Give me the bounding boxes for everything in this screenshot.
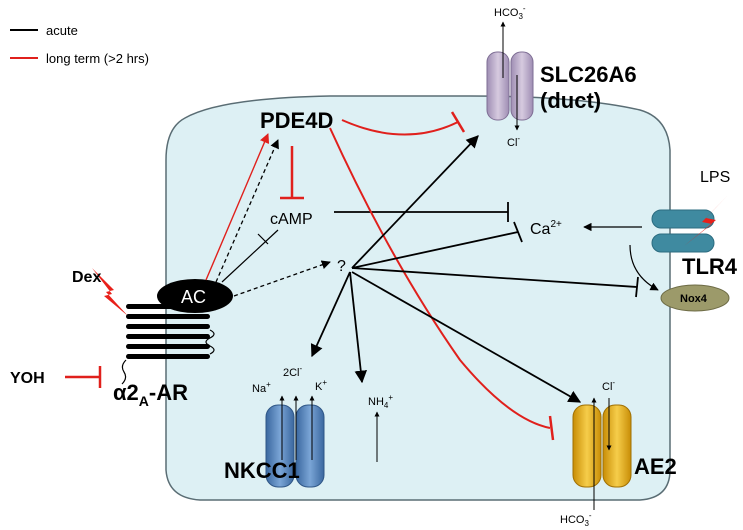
unknown-to-slc26a6-arrow	[351, 135, 479, 269]
ae2-label: AE2	[634, 454, 677, 479]
slc26a6-duct-label: (duct)	[540, 88, 601, 113]
nkcc1-transporter: Na+ 2Cl- K+	[252, 364, 327, 488]
svg-text:HCO3-: HCO3-	[560, 511, 592, 528]
ae2-bottom-ion: HCO	[560, 514, 585, 526]
nox4-node	[660, 284, 730, 312]
nox4-label: Nox4	[680, 293, 708, 305]
svg-text:Ca2+: Ca2+	[530, 219, 562, 238]
svg-text:NH4+: NH4+	[368, 393, 393, 410]
svg-text:2Cl-: 2Cl-	[283, 364, 303, 379]
unknown-inhibits-calcium-bar	[513, 221, 523, 243]
ae2-transporter: Cl- HCO3-	[560, 378, 632, 528]
ac-to-pde4d-longterm-arrow	[205, 133, 270, 281]
dex-label: Dex	[72, 269, 101, 286]
unknown-to-nkcc1-arrow	[310, 271, 351, 358]
ac-node	[157, 279, 233, 313]
slc-bottom-ion: Cl	[507, 137, 517, 149]
calcium-label: Ca	[530, 221, 551, 238]
legend-acute-label: acute	[46, 23, 78, 38]
svg-text:HCO3-: HCO3-	[494, 4, 526, 21]
unknown-inhibits-nox4-line	[351, 267, 638, 288]
ac-label: AC	[181, 287, 206, 307]
nkcc-cl-ion: 2Cl	[283, 367, 300, 379]
legend-long-term-label: long term (>2 hrs)	[46, 51, 149, 66]
slc26a6-transporter: HCO3- Cl-	[486, 4, 534, 149]
ac-to-camp-dashed-arrow	[215, 139, 279, 283]
pde4d-inhibits-ae2-bar	[548, 415, 555, 441]
tlr4-label: TLR4	[682, 254, 738, 279]
camp-inhibits-ac-line	[221, 229, 279, 283]
pde4d-inhibits-ae2-curve	[329, 127, 551, 429]
legend: acute long term (>2 hrs)	[10, 23, 149, 66]
slc26a6-label: SLC26A6	[540, 62, 637, 87]
tlr4-receptor	[651, 209, 715, 253]
svg-text:Cl-: Cl-	[602, 378, 615, 393]
svg-text:Cl-: Cl-	[507, 134, 520, 149]
dex-lightning-icon	[92, 268, 128, 316]
camp-inhibits-ac-bar	[257, 233, 269, 245]
svg-text:Na+: Na+	[252, 380, 271, 395]
unknown-to-nh4-arrow	[349, 271, 368, 384]
unknown-inhibits-nox4-bar	[635, 276, 639, 298]
ae2-top-ion: Cl	[602, 381, 612, 393]
nh4-label: NH	[368, 396, 384, 408]
lps-lightning-icon	[684, 195, 728, 246]
pde4d-inhibits-slc26a6-curve	[341, 119, 459, 136]
slc-top-ion: HCO	[494, 7, 519, 19]
unknown-to-ae2-arrow	[351, 271, 582, 403]
nkcc-na-ion: Na	[252, 383, 267, 395]
svg-text:K+: K+	[315, 378, 327, 393]
unknown-mediator-label: ?	[337, 258, 346, 275]
ac-to-unknown-dashed-arrow	[233, 260, 331, 297]
tlr4-to-nox4-arrow	[629, 244, 659, 291]
pde4d-label: PDE4D	[260, 108, 333, 133]
yoh-label: YOH	[10, 370, 45, 387]
lps-label: LPS	[700, 169, 730, 186]
alpha2a-ar-label: α2A-AR	[113, 380, 188, 409]
pde4d-inhibits-slc26a6-bar	[450, 111, 466, 133]
camp-label: cAMP	[270, 211, 313, 228]
nkcc-k-ion: K	[315, 381, 323, 393]
nkcc1-label: NKCC1	[224, 458, 300, 483]
unknown-inhibits-calcium-line	[351, 231, 519, 269]
